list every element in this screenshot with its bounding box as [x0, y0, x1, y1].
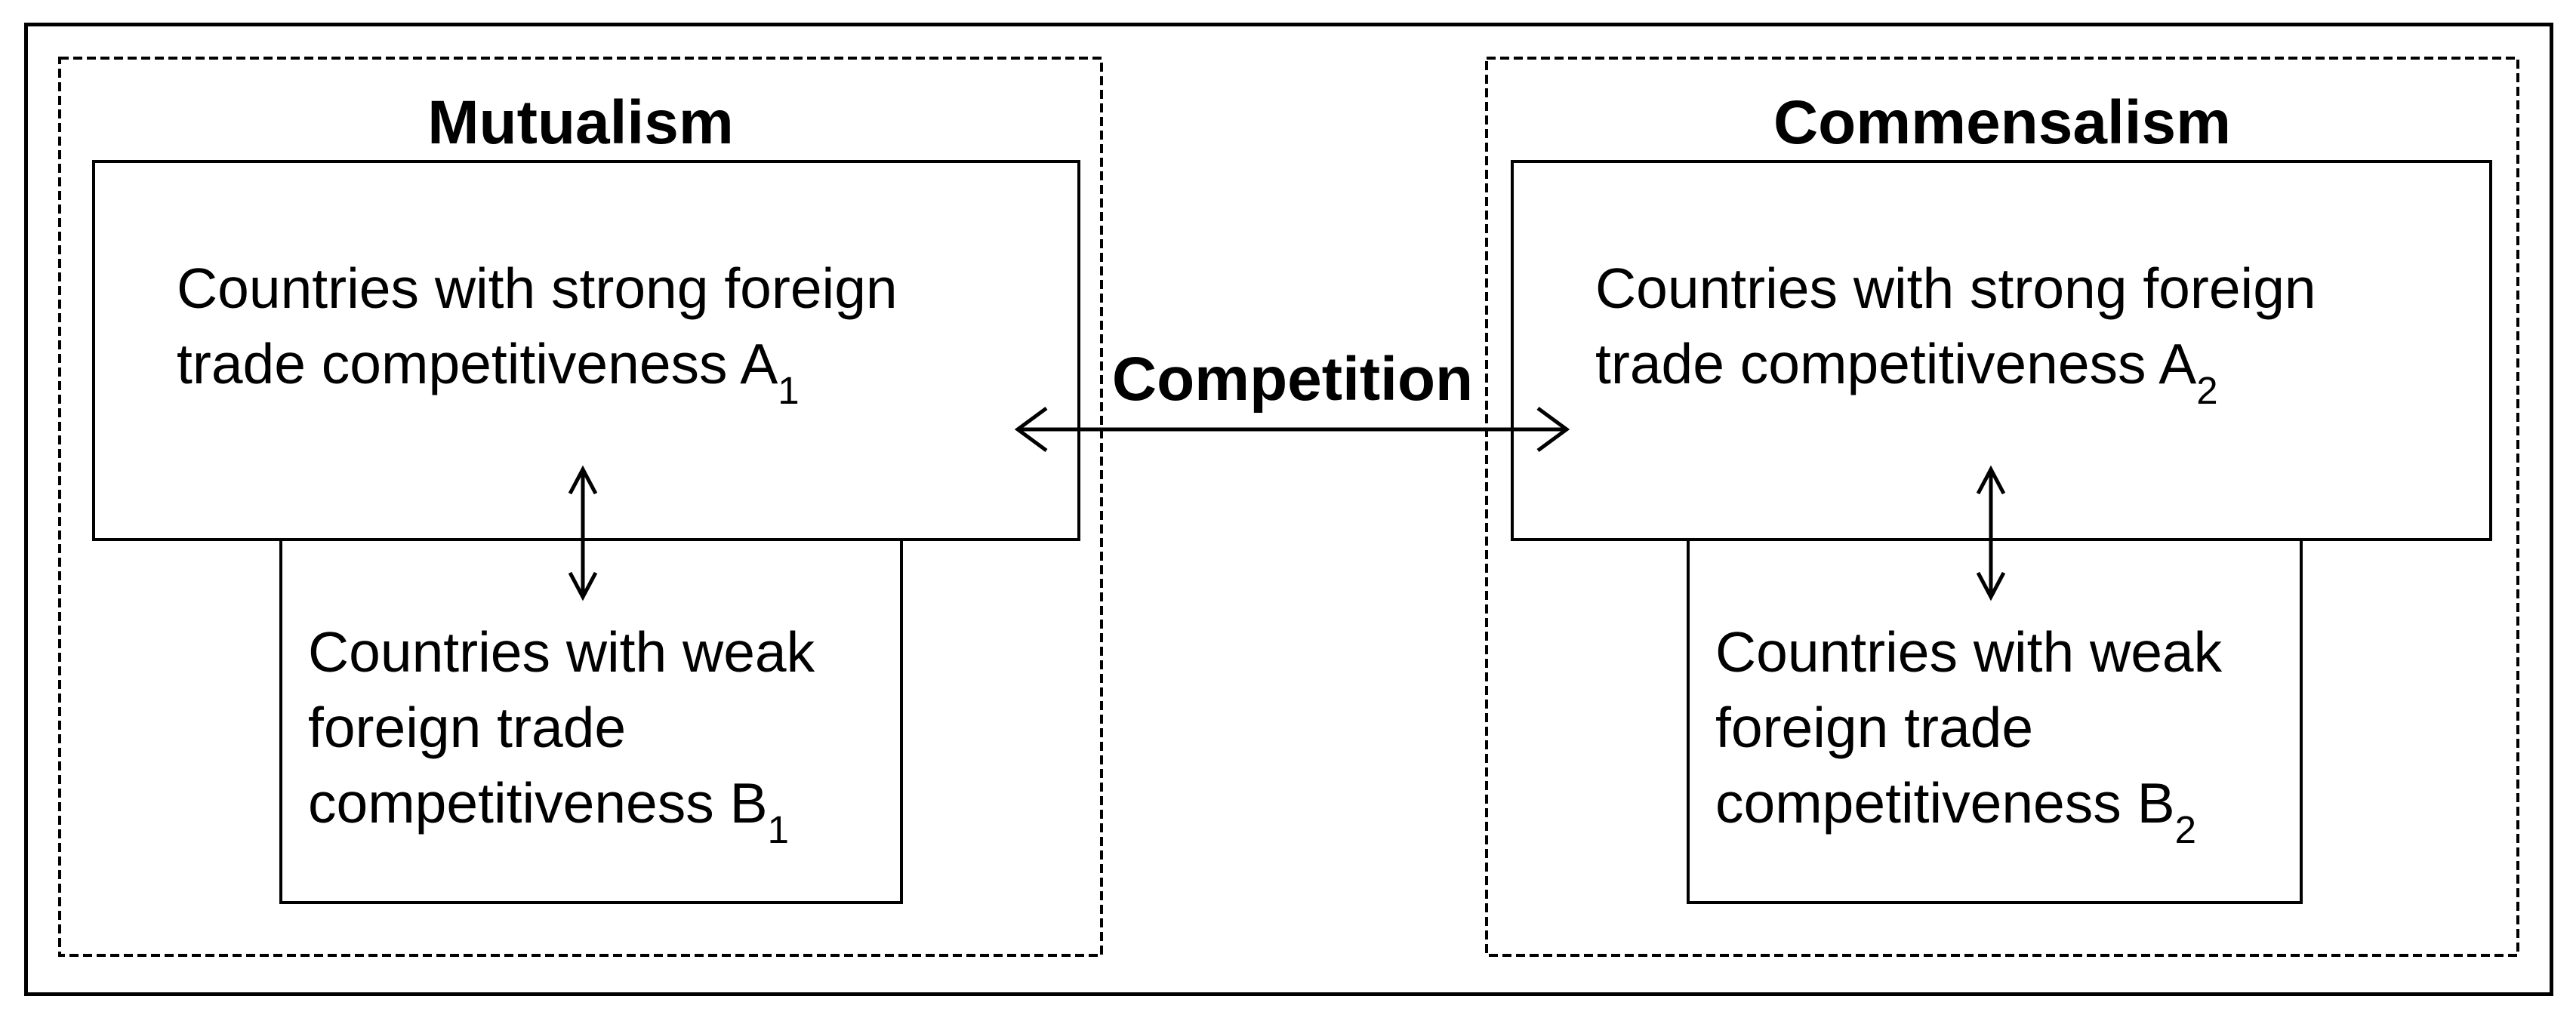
weak-box-b1-line1: Countries with weak	[308, 620, 815, 684]
strong-box-a2-line1: Countries with strong foreign	[1595, 257, 2316, 320]
strong-box-a2-text: Countries with strong foreign trade comp…	[1514, 163, 2489, 410]
strong-box-a1: Countries with strong foreign trade comp…	[92, 160, 1080, 541]
weak-box-b2-subscript: 2	[2174, 808, 2196, 852]
weak-box-b2-line3: competitiveness B2	[1715, 765, 2288, 849]
commensalism-title: Commensalism	[1773, 88, 2232, 157]
strong-box-a1-line1: Countries with strong foreign	[177, 257, 898, 320]
strong-box-a1-line2: trade competitiveness A1	[177, 326, 1055, 410]
weak-box-b1: Countries with weak foreign trade compet…	[279, 538, 903, 904]
weak-box-b2-line3-text: competitiveness B	[1715, 771, 2175, 835]
strong-box-a1-line2-text: trade competitiveness A	[177, 332, 778, 395]
strong-box-a1-subscript: 1	[778, 369, 800, 413]
strong-box-a2-subscript: 2	[2196, 369, 2218, 413]
strong-box-a2-line2: trade competitiveness A2	[1595, 326, 2467, 410]
weak-box-b1-line3-text: competitiveness B	[308, 771, 768, 835]
weak-box-b1-line3: competitiveness B1	[308, 765, 889, 849]
competition-label: Competition	[1111, 345, 1474, 414]
strong-box-a2: Countries with strong foreign trade comp…	[1511, 160, 2492, 541]
strong-box-a2-line2-text: trade competitiveness A	[1595, 332, 2197, 395]
outer-frame	[24, 23, 2553, 996]
weak-box-b2-line1: Countries with weak	[1715, 620, 2223, 684]
weak-box-b1-text: Countries with weak foreign trade compet…	[282, 541, 900, 849]
weak-box-b1-line2: foreign trade	[308, 696, 627, 759]
strong-box-a1-text: Countries with strong foreign trade comp…	[95, 163, 1077, 410]
weak-box-b1-subscript: 1	[767, 808, 789, 852]
mutualism-title: Mutualism	[427, 88, 734, 157]
weak-box-b2-line2: foreign trade	[1715, 696, 2034, 759]
weak-box-b2: Countries with weak foreign trade compet…	[1687, 538, 2303, 904]
weak-box-b2-text: Countries with weak foreign trade compet…	[1690, 541, 2300, 849]
